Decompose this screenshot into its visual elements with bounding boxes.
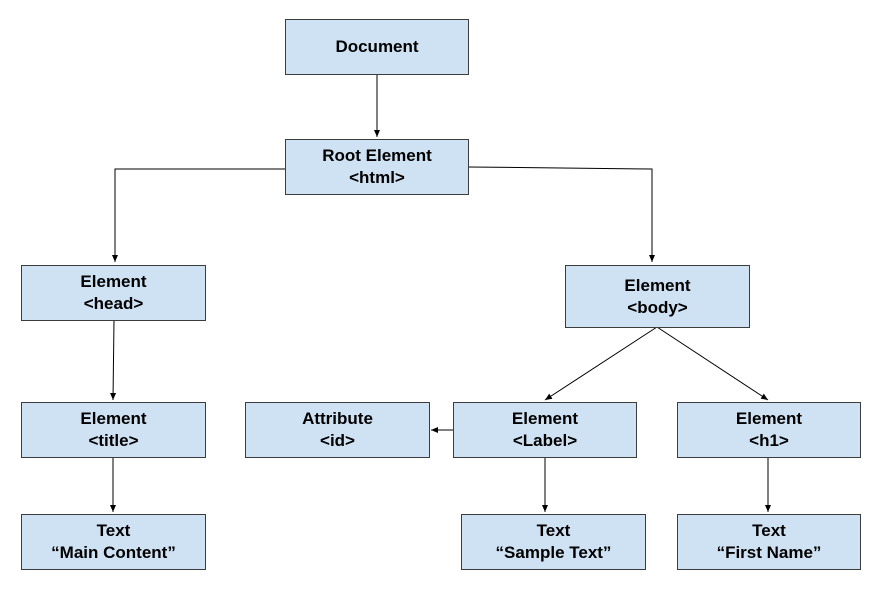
node-element-body: Element <body> [565, 265, 750, 328]
node-root-element: Root Element <html> [285, 139, 469, 195]
node-element-h1: Element <h1> [677, 402, 861, 458]
node-text-first-name-label: Text [752, 521, 786, 540]
node-text-sample-text: Text “Sample Text” [461, 514, 646, 570]
node-root-element-tag: <html> [349, 168, 405, 187]
node-text-first-name: Text “First Name” [677, 514, 861, 570]
node-element-head-tag: <head> [83, 294, 144, 313]
node-document-label: Document [335, 37, 419, 56]
edge-body-label [544, 326, 658, 401]
node-document: Document [285, 19, 469, 75]
node-element-label-tag: <Label> [512, 431, 578, 450]
edge-root-head [112, 168, 285, 262]
node-element-body-label: Element [624, 275, 691, 295]
node-element-head-label: Element [80, 272, 147, 291]
node-text-main-content-label: Text [96, 521, 131, 540]
node-element-label: Element <Label> [453, 402, 637, 458]
node-element-h1-label: Element [735, 409, 803, 428]
node-attribute-id-tag: <id> [320, 431, 355, 450]
edge-head-title [110, 319, 117, 401]
node-root-element-label: Root Element [322, 146, 432, 165]
node-attribute-id: Attribute <id> [245, 402, 430, 458]
node-text-main-content-value: “Main Content” [51, 543, 176, 562]
node-element-head: Element <head> [21, 265, 206, 321]
node-text-first-name-value: “First Name” [716, 543, 822, 562]
edge-root-body [468, 166, 655, 262]
node-element-title-label: Element [80, 409, 147, 428]
node-element-body-tag: <body> [627, 297, 688, 317]
node-text-sample-text-value: “Sample Text” [495, 543, 612, 562]
node-element-title-tag: <title> [88, 431, 139, 450]
node-element-title: Element <title> [21, 402, 206, 458]
edge-body-h1 [656, 326, 769, 401]
node-attribute-id-label: Attribute [302, 409, 373, 428]
node-text-sample-text-label: Text [536, 521, 571, 540]
node-element-h1-tag: <h1> [749, 431, 789, 450]
node-text-main-content: Text “Main Content” [21, 514, 206, 570]
node-element-label-label: Element [511, 409, 579, 428]
